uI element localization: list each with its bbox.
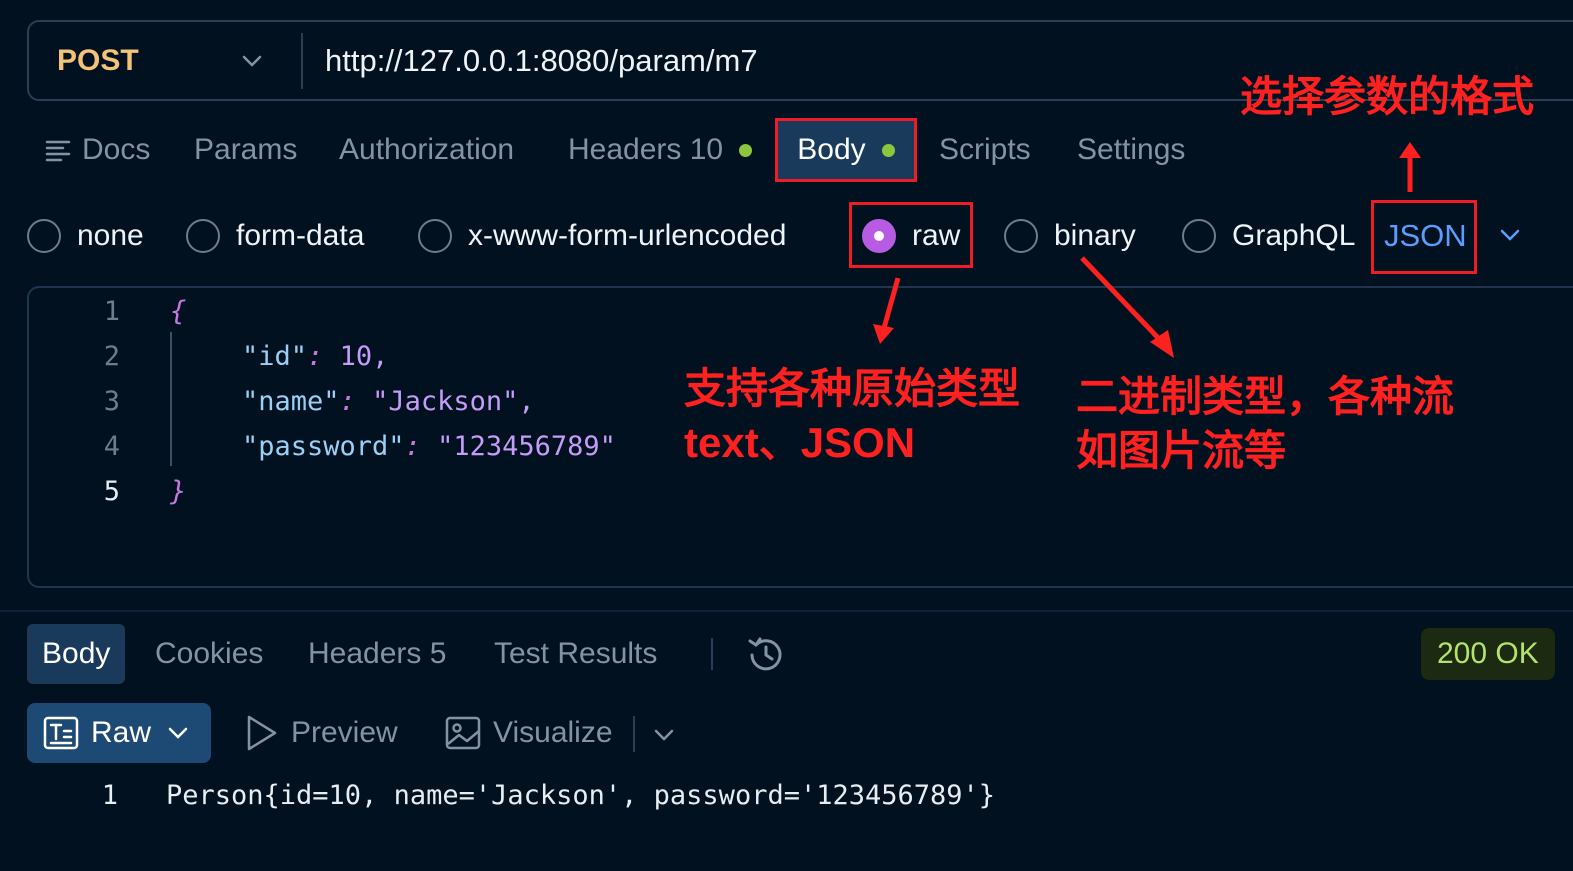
view-mode-visualize-label: Visualize xyxy=(493,716,613,749)
line-number: 1 xyxy=(103,296,120,327)
radio-binary-label: binary xyxy=(1054,219,1136,252)
url-input[interactable]: http://127.0.0.1:8080/param/m7 xyxy=(325,42,758,78)
radio-graphql[interactable]: GraphQL xyxy=(1182,208,1355,264)
play-icon xyxy=(247,715,277,751)
format-highlight-box xyxy=(1371,200,1477,274)
response-tab-cookies[interactable]: Cookies xyxy=(155,637,264,670)
arrow-down-icon xyxy=(873,277,901,344)
view-mode-preview[interactable]: Preview xyxy=(245,703,398,763)
radio-circle xyxy=(418,219,452,253)
line-number: 4 xyxy=(103,431,120,462)
chevron-down-icon xyxy=(242,55,262,67)
radio-form-data-label: form-data xyxy=(236,219,365,252)
annotation-binary-line1: 二进制类型，各种流 xyxy=(1076,373,1455,420)
image-icon xyxy=(445,716,481,750)
line-number: 2 xyxy=(103,341,120,372)
annotation-binary-line2: 如图片流等 xyxy=(1076,427,1287,474)
tab-body[interactable]: Body xyxy=(775,118,917,182)
response-text: Person{id=10, name='Jackson', password='… xyxy=(166,780,996,811)
tab-body-label: Body xyxy=(797,133,866,166)
radio-circle-checked xyxy=(862,219,896,253)
tab-settings[interactable]: Settings xyxy=(1077,133,1186,166)
tab-divider xyxy=(711,638,713,670)
radio-form-data[interactable]: form-data xyxy=(186,208,364,264)
radio-circle xyxy=(186,219,220,253)
code-line-4: "password": "123456789" xyxy=(242,431,616,462)
radio-none[interactable]: none xyxy=(27,208,144,264)
response-tab-body[interactable]: Body xyxy=(27,624,126,684)
view-mode-raw[interactable]: Raw xyxy=(27,703,211,763)
arrow-up-icon xyxy=(1399,142,1421,192)
view-divider xyxy=(633,716,635,752)
arrow-down-right-icon xyxy=(1080,256,1174,358)
response-line-number: 1 xyxy=(101,780,118,811)
code-line-2: "id": 10, xyxy=(242,341,389,372)
tab-headers-label: Headers 10 xyxy=(568,133,724,166)
raw-highlight-box xyxy=(849,202,973,268)
docs-icon xyxy=(45,140,71,162)
chevron-down-icon[interactable] xyxy=(651,722,677,748)
radio-circle xyxy=(27,219,61,253)
code-line-5: } xyxy=(170,476,187,507)
radio-urlencoded-label: x-www-form-urlencoded xyxy=(468,219,787,252)
response-tab-test-results[interactable]: Test Results xyxy=(494,637,658,670)
pane-separator[interactable] xyxy=(0,610,1573,612)
status-badge: 200 OK xyxy=(1421,628,1555,680)
indent-guide xyxy=(170,332,172,466)
radio-urlencoded[interactable]: x-www-form-urlencoded xyxy=(418,208,786,264)
tab-scripts[interactable]: Scripts xyxy=(939,133,1031,166)
raw-text-icon xyxy=(43,716,79,750)
tab-params[interactable]: Params xyxy=(194,133,298,166)
radio-none-label: none xyxy=(77,219,144,252)
radio-raw-label: raw xyxy=(912,219,961,252)
headers-indicator-dot xyxy=(739,143,753,157)
view-mode-raw-label: Raw xyxy=(91,716,152,749)
url-divider xyxy=(301,32,303,89)
radio-graphql-label: GraphQL xyxy=(1232,219,1356,252)
line-number: 3 xyxy=(103,386,120,417)
line-number-active: 5 xyxy=(103,476,120,507)
tab-authorization[interactable]: Authorization xyxy=(339,133,515,166)
body-editor[interactable] xyxy=(27,286,1573,588)
radio-circle xyxy=(1182,219,1216,253)
url-bar: POST http://127.0.0.1:8080/param/m7 xyxy=(27,20,1573,101)
tab-docs[interactable]: Docs xyxy=(44,120,150,180)
chevron-down-icon xyxy=(168,727,188,739)
annotation-raw-line1: 支持各种原始类型 xyxy=(684,365,1021,412)
chevron-down-icon[interactable] xyxy=(1497,222,1523,248)
annotation-raw-line2: text、JSON xyxy=(684,419,916,466)
tab-headers[interactable]: Headers 10 xyxy=(568,120,753,180)
response-tab-headers[interactable]: Headers 5 xyxy=(308,637,447,670)
code-line-3: "name": "Jackson", xyxy=(242,386,535,417)
code-line-1: { xyxy=(170,296,187,327)
view-mode-preview-label: Preview xyxy=(291,716,398,749)
radio-circle xyxy=(1004,219,1038,253)
method-label: POST xyxy=(57,43,139,77)
method-select[interactable]: POST xyxy=(29,22,301,99)
tab-docs-label: Docs xyxy=(82,133,151,166)
history-icon[interactable] xyxy=(744,633,788,677)
format-select[interactable]: JSON xyxy=(1384,218,1467,253)
annotation-format: 选择参数的格式 xyxy=(1240,73,1535,120)
radio-raw[interactable]: raw xyxy=(862,208,960,264)
radio-binary[interactable]: binary xyxy=(1004,208,1136,264)
body-indicator-dot xyxy=(881,143,895,157)
view-mode-visualize[interactable]: Visualize xyxy=(445,703,613,763)
